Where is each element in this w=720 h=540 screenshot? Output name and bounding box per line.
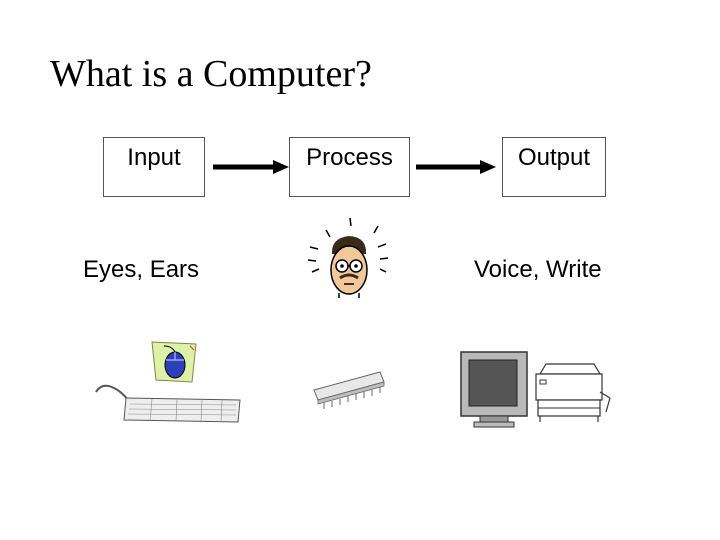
input-caption: Eyes, Ears xyxy=(83,256,200,283)
monitor-icon xyxy=(460,351,528,428)
input-box: Input xyxy=(103,137,205,197)
output-caption: Voice, Write xyxy=(474,256,602,283)
mouse-icon xyxy=(151,341,197,383)
output-box: Output xyxy=(502,137,606,197)
process-label: Process xyxy=(306,144,393,171)
arrow-right-icon xyxy=(416,160,496,174)
thinking-face-icon xyxy=(307,217,389,298)
output-label: Output xyxy=(517,144,591,171)
slide-title: What is a Computer? xyxy=(50,53,372,95)
arrow-right-icon xyxy=(213,160,289,174)
printer-icon xyxy=(535,363,611,422)
input-label: Input xyxy=(127,144,181,171)
keyboard-icon xyxy=(95,384,241,423)
process-box: Process xyxy=(289,137,410,197)
memory-chip-icon xyxy=(313,371,385,409)
